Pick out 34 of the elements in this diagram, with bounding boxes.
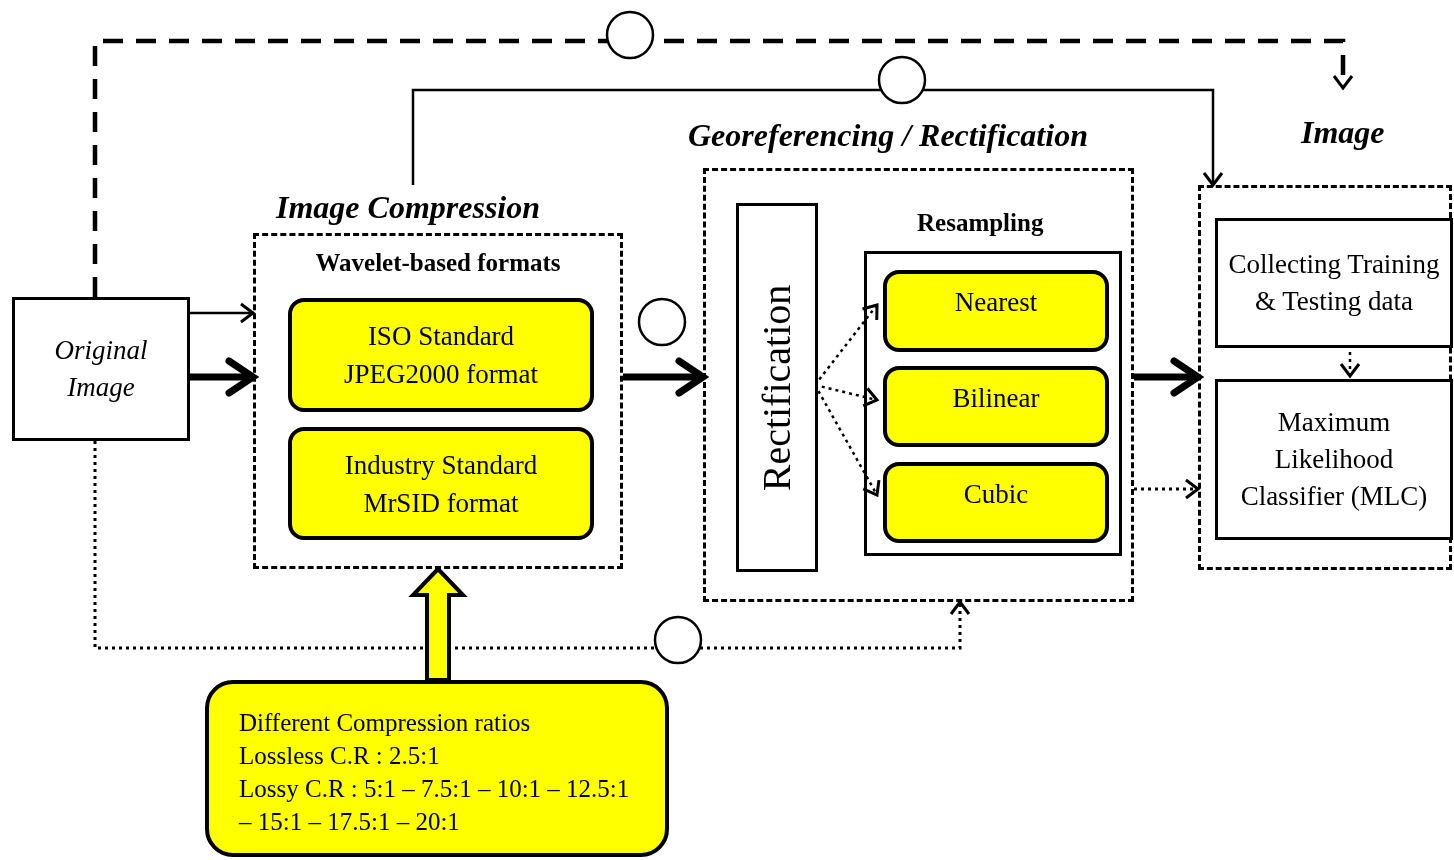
arrow <box>93 441 971 650</box>
note-text: Different Compression ratios <box>239 708 532 738</box>
group-title: Image Compression <box>276 191 541 223</box>
block-arrow <box>408 566 468 682</box>
note-box <box>205 680 669 857</box>
arrow <box>190 302 255 324</box>
arrow <box>411 88 1224 187</box>
box-text: Original Image <box>53 334 149 404</box>
arrow <box>1134 478 1200 500</box>
method-box <box>883 270 1109 352</box>
rectification-box <box>736 203 818 572</box>
group-subtitle: Wavelet-based formats <box>314 250 562 275</box>
box-text: Maximum Likelihood Classifier (MLC) <box>1239 406 1429 513</box>
box-text: Industry Standard MrSID format <box>343 448 539 520</box>
group-title: Image <box>1301 116 1385 148</box>
box-text: ISO Standard JPEG2000 format <box>342 320 540 391</box>
box-text: Bilinear <box>952 381 1040 415</box>
arrow <box>92 38 1354 297</box>
process-box <box>1215 379 1453 540</box>
method-box <box>288 427 594 540</box>
arrow <box>190 357 257 397</box>
method-box <box>288 298 594 412</box>
group-title: Georeferencing / Rectification <box>688 119 1088 151</box>
note-text: Lossy C.R : 5:1 – 7.5:1 – 10:1 – 12.5:1 – 15:1 – 17.5:1 – 20:1 <box>239 774 631 837</box>
box-text: Collecting Training & Testing data <box>1227 248 1441 318</box>
method-box <box>883 366 1109 447</box>
note-text: Lossless C.R : 2.5:1 <box>239 741 441 771</box>
box-text: Nearest <box>954 286 1038 319</box>
frame-title: Resampling <box>917 210 1044 235</box>
method-box <box>883 462 1109 543</box>
process-box <box>1215 218 1453 348</box>
process-box <box>12 297 190 441</box>
box-text: Cubic <box>963 477 1029 511</box>
box-text: Rectification <box>757 284 797 491</box>
